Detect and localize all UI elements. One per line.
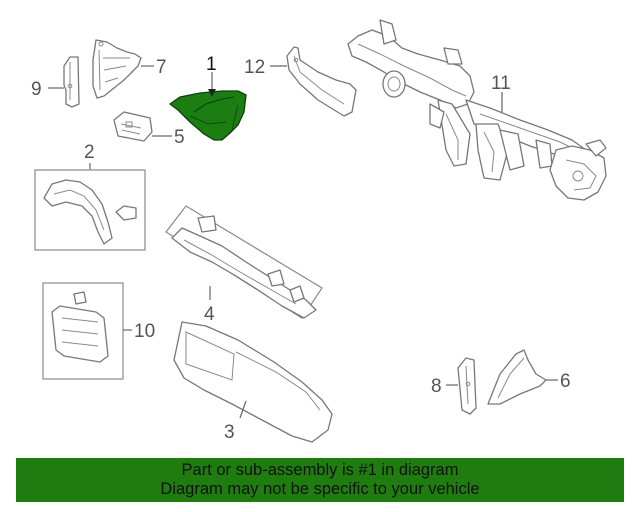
- callout-1[interactable]: 1: [206, 54, 217, 75]
- callout-6[interactable]: 6: [560, 371, 571, 392]
- part-11-crosscar-beam[interactable]: [347, 19, 607, 201]
- part-8-bracket[interactable]: [457, 357, 477, 415]
- leader-3: [239, 400, 247, 419]
- callout-8[interactable]: 8: [431, 376, 442, 397]
- part-6-triangle-cover[interactable]: [487, 349, 547, 405]
- callout-4[interactable]: 4: [204, 304, 215, 325]
- part-5-bracket[interactable]: [113, 111, 153, 142]
- callout-9[interactable]: 9: [31, 79, 42, 100]
- parts-diagram: 9 7 1 5 12: [31, 19, 607, 443]
- callout-5[interactable]: 5: [174, 127, 185, 148]
- part-10-box: [42, 282, 124, 380]
- callout-10[interactable]: 10: [134, 321, 155, 342]
- callout-12[interactable]: 12: [244, 57, 265, 78]
- callout-2[interactable]: 2: [84, 142, 95, 163]
- callout-7[interactable]: 7: [156, 57, 167, 78]
- part-12-bar-trim[interactable]: [286, 46, 357, 117]
- part-1-highlighted[interactable]: [169, 90, 247, 141]
- part-2-panel[interactable]: [43, 179, 137, 245]
- banner-line-1: Part or sub-assembly is #1 in diagram: [181, 461, 459, 479]
- callout-3[interactable]: 3: [224, 422, 235, 443]
- part-7-side-trim[interactable]: [92, 39, 142, 99]
- info-banner: Part or sub-assembly is #1 in diagram Di…: [16, 458, 624, 502]
- banner-line-2: Diagram may not be specific to your vehi…: [160, 480, 480, 498]
- part-3-lid[interactable]: [173, 321, 333, 443]
- part-10-bracket[interactable]: [51, 291, 109, 363]
- leader-1-arrowhead: [208, 89, 216, 97]
- part-9-bracket[interactable]: [63, 56, 80, 108]
- part-4-panel[interactable]: [171, 215, 317, 319]
- callout-11[interactable]: 11: [491, 73, 511, 94]
- part-2-box: [34, 169, 146, 251]
